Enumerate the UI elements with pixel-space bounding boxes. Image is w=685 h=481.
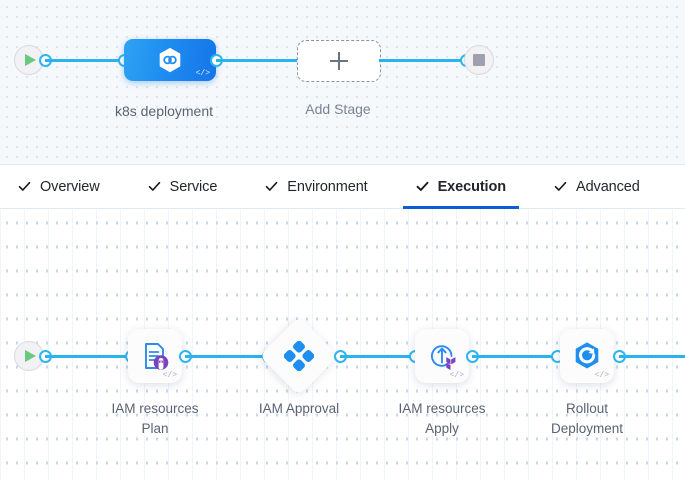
connector-addstage-to-end [379, 59, 465, 62]
tab-advanced[interactable]: Advanced [541, 165, 653, 208]
code-badge-icon: </> [594, 371, 609, 380]
step-node-iam-resources-apply[interactable]: </> [415, 329, 469, 383]
stage-tab-bar[interactable]: Overview Service Environment Execution A [0, 164, 685, 209]
kubernetes-hexagon-icon [155, 45, 185, 75]
check-icon [148, 180, 161, 193]
add-stage-label: Add Stage [305, 101, 371, 117]
add-stage-button[interactable] [297, 40, 381, 82]
connector-approval-to-apply [340, 355, 415, 358]
code-badge-icon: </> [195, 69, 210, 78]
check-icon [265, 180, 278, 193]
tab-overview[interactable]: Overview [5, 165, 113, 208]
step-label-iam-resources-apply: IAM resources Apply [398, 401, 486, 436]
step-node-rollout-deployment[interactable]: </> [560, 329, 614, 383]
tab-service[interactable]: Service [135, 165, 231, 208]
check-icon [416, 180, 429, 193]
stage-node-k8s-deployment[interactable]: </> [124, 39, 216, 81]
step-label-iam-resources-plan: IAM resources Plan [111, 401, 199, 436]
connector-rollout-to-next [619, 355, 685, 358]
connector-k8s-to-addstage [216, 59, 299, 62]
terraform-apply-icon [425, 339, 459, 373]
tab-label: Service [169, 178, 218, 195]
connector-start-to-k8s [45, 59, 124, 62]
play-icon [24, 350, 36, 362]
stage-canvas[interactable]: </> k8s deployment Add Stage [0, 0, 685, 164]
step-node-iam-resources-plan[interactable]: </> [128, 329, 182, 383]
pipeline-end-node[interactable] [464, 45, 494, 75]
stage-label-k8s-deployment: k8s deployment [114, 103, 214, 119]
tab-label: Environment [287, 178, 368, 195]
connector-plan-to-approval [185, 355, 268, 358]
play-icon [24, 54, 36, 66]
stop-icon [473, 54, 485, 66]
step-label-rollout-deployment: Rollout Deployment [550, 401, 624, 436]
tab-execution[interactable]: Execution [402, 165, 520, 209]
code-badge-icon: </> [449, 371, 464, 380]
connector-start-to-plan [45, 355, 131, 358]
step-node-iam-approval[interactable] [259, 316, 339, 396]
code-badge-icon: </> [162, 371, 177, 380]
tab-environment[interactable]: Environment [252, 165, 380, 208]
terraform-plan-icon [138, 339, 172, 373]
execution-canvas[interactable]: </> [0, 209, 685, 481]
plus-icon [329, 51, 349, 71]
tab-label: Overview [40, 178, 100, 195]
step-label-iam-approval: IAM Approval [258, 401, 340, 416]
tab-label: Execution [437, 178, 507, 195]
check-icon [18, 180, 31, 193]
tab-label: Advanced [576, 178, 640, 195]
connector-apply-to-rollout [472, 355, 556, 358]
check-icon [554, 180, 567, 193]
rollout-hexagon-icon [570, 339, 604, 373]
